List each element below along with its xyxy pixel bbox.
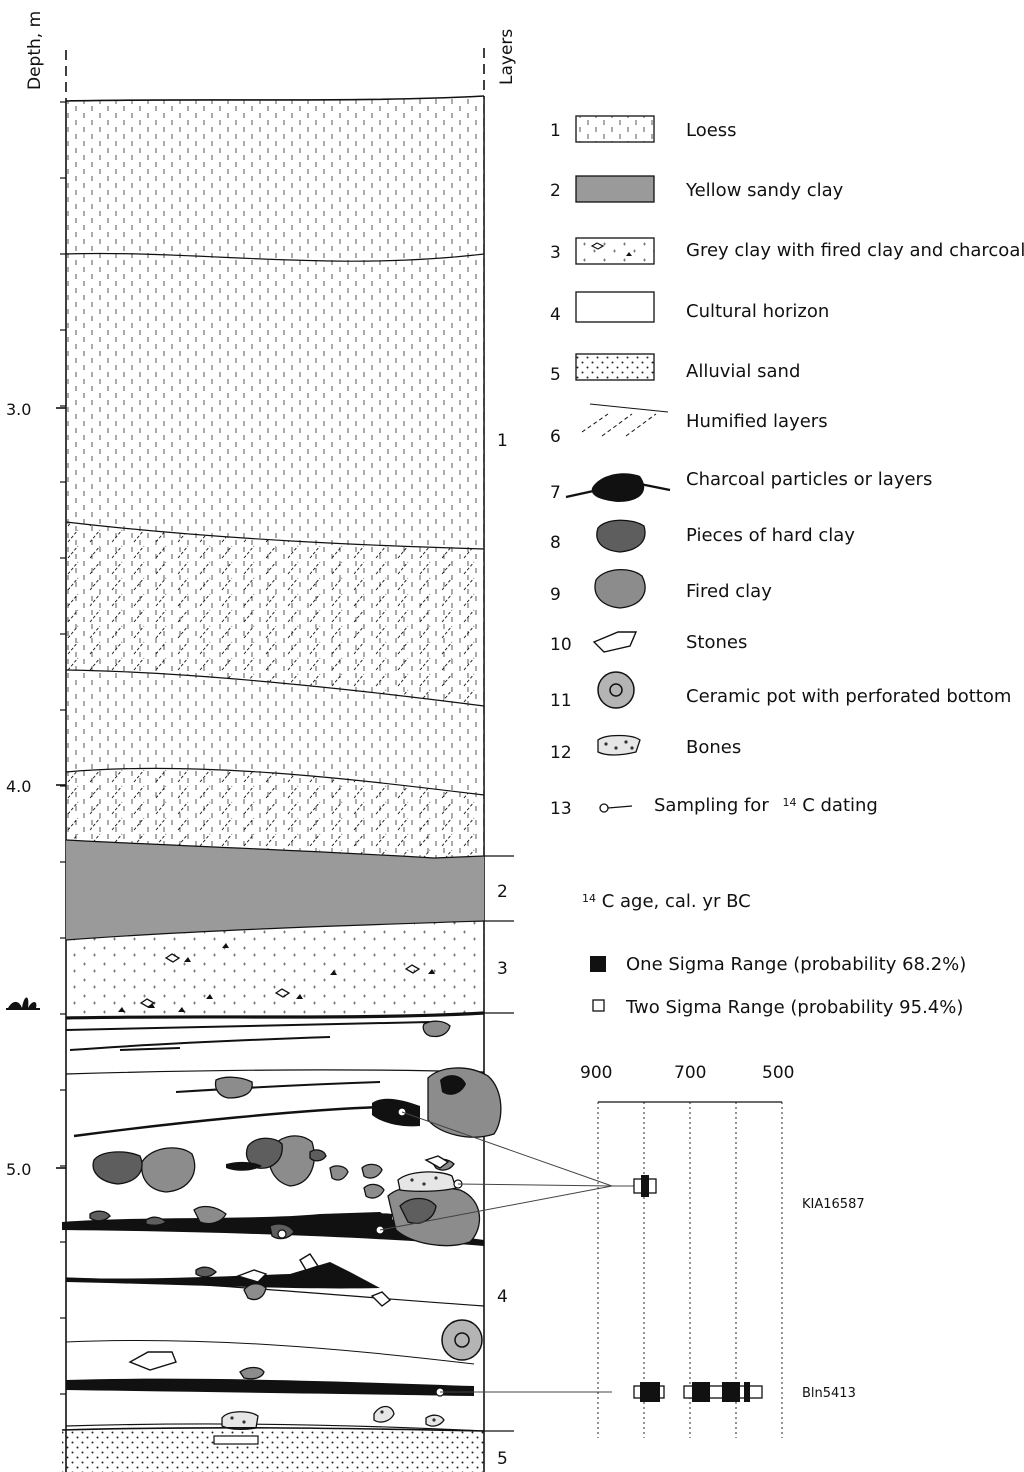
fired-clay-pieces (141, 1020, 502, 1380)
legend-num-5: 5 (550, 365, 561, 385)
legend-label-sampling: Sampling for (654, 795, 769, 816)
legend-num-6: 6 (550, 427, 561, 447)
legend-num-10: 10 (550, 635, 572, 655)
bone-dots (230, 1176, 438, 1424)
bones-icon (597, 734, 641, 756)
legend-num-11: 11 (550, 691, 572, 711)
one-sigma-range (640, 1382, 660, 1402)
legend-num-3: 3 (550, 243, 561, 263)
legend-label-charcoal: Charcoal particles or layers (686, 469, 932, 490)
dating-title: C age, cal. yr BC (602, 891, 751, 912)
charcoal-lens (440, 1075, 466, 1095)
layer-number-1: 1 (497, 431, 508, 451)
charcoal-layer (66, 1378, 474, 1396)
layer-number-3: 3 (497, 959, 508, 979)
legend-label-sampling-sup: 14 (782, 796, 796, 809)
one-sigma-range (744, 1382, 750, 1402)
dating-title-sup: 14 (582, 892, 596, 905)
sample-connectors (379, 1111, 638, 1393)
layers-axis-title: Layers (497, 29, 517, 85)
alluvial-sand-swatch (575, 353, 655, 381)
layer-number-4: 4 (497, 1287, 508, 1307)
legend-num-8: 8 (550, 533, 561, 553)
charcoal-inclusions (118, 943, 435, 1012)
depth-axis-title: Depth, m (25, 11, 45, 90)
sample-bln5413-ranges (633, 1382, 763, 1402)
plant-icon (6, 997, 40, 1010)
charcoal-layer (66, 1262, 380, 1289)
legend-label-ceramic-pot: Ceramic pot with perforated bottom (686, 686, 1011, 707)
one-sigma-range (722, 1382, 740, 1402)
charcoal-icon (565, 473, 671, 502)
cultural-horizon-swatch (575, 291, 655, 323)
legend-label-stones: Stones (686, 632, 747, 653)
legend-label-bones: Bones (686, 737, 741, 758)
stone-icon (592, 631, 638, 653)
hard-clay-pieces (89, 1137, 437, 1278)
legend-label-sandy-clay: Yellow sandy clay (685, 180, 844, 201)
age-tick-900: 900 (580, 1063, 612, 1083)
charcoal-lens (226, 1161, 262, 1171)
legend-num-12: 12 (550, 743, 572, 763)
two-sigma-legend-label: Two Sigma Range (probability 95.4%) (625, 997, 963, 1018)
loess-swatch (575, 115, 655, 143)
svg-text:Sampling for 14 C: Sampling for 14 C dating (654, 790, 878, 816)
legend-label-fired-clay: Fired clay (686, 581, 772, 602)
one-sigma-legend-label: One Sigma Range (probability 68.2%) (626, 954, 966, 975)
depth-tick-4: 4.0 (6, 777, 31, 796)
legend-label-grey-clay: Grey clay with fired clay and charcoal (686, 240, 1024, 261)
layer-2-sandy-clay: 2 (65, 839, 508, 940)
fired-clay-icon (594, 569, 646, 609)
layer-4-cultural-horizon: 4 (62, 1011, 508, 1432)
depth-tick-3: 3.0 (6, 400, 31, 419)
legend-label-alluvial-sand: Alluvial sand (686, 361, 800, 382)
legend-num-7: 7 (550, 483, 561, 503)
legend-label-hard-clay: Pieces of hard clay (686, 525, 855, 546)
age-tick-500: 500 (762, 1063, 794, 1083)
layer-number-5: 5 (497, 1449, 508, 1469)
sample-kia16587-ranges (633, 1175, 657, 1197)
dating-chart: 14 C age, cal. yr BC One Sigma Range (pr… (580, 886, 966, 1438)
layer-5-alluvial-sand: 5 (61, 1426, 508, 1472)
sample-label-bln5413: Bln5413 (802, 1386, 856, 1401)
layer-number-2: 2 (497, 882, 508, 902)
two-sigma-legend-swatch (592, 999, 605, 1012)
layer-3-grey-clay: 3 (65, 920, 508, 1018)
layer-1-loess: 1 (65, 95, 508, 858)
legend-num-2: 2 (550, 181, 561, 201)
depth-minor-ticks (60, 101, 66, 1395)
grey-clay-swatch (575, 237, 655, 265)
one-sigma-legend-swatch (590, 956, 606, 972)
humified-hatch (581, 403, 669, 437)
svg-text:14 C age, cal. yr BC: 14 C age, cal. yr BC (582, 886, 751, 912)
one-sigma-range (641, 1175, 649, 1197)
hard-clay-icon (596, 519, 646, 553)
legend: 1 Loess 2 Yellow sandy clay 3 Grey clay … (550, 115, 1024, 819)
age-tick-700: 700 (674, 1063, 706, 1083)
sample-label-kia16587: KIA16587 (802, 1197, 865, 1212)
legend-num-1: 1 (550, 121, 561, 141)
sample-point-icon (599, 803, 633, 813)
ceramic-pot-icon (597, 671, 635, 709)
legend-label-humified: Humified layers (686, 411, 828, 432)
sandy-clay-swatch (575, 175, 655, 203)
depth-tick-5: 5.0 (6, 1160, 31, 1179)
humified-band (66, 522, 484, 858)
layers-axis: Layers (483, 29, 517, 1472)
legend-label-sampling-tail: C dating (802, 795, 878, 816)
stones (128, 1155, 450, 1371)
fired-clay-inclusions (139, 953, 421, 1008)
one-sigma-range (692, 1382, 710, 1402)
depth-axis: Depth, m 3.0 4.0 5.0 (6, 11, 67, 1472)
charcoal-lens (372, 1098, 420, 1127)
legend-label-cultural-horizon: Cultural horizon (686, 301, 829, 322)
legend-num-9: 9 (550, 585, 561, 605)
legend-num-4: 4 (550, 305, 561, 325)
legend-num-13: 13 (550, 799, 572, 819)
ceramic-pot (441, 1319, 483, 1361)
legend-label-loess: Loess (686, 120, 737, 141)
